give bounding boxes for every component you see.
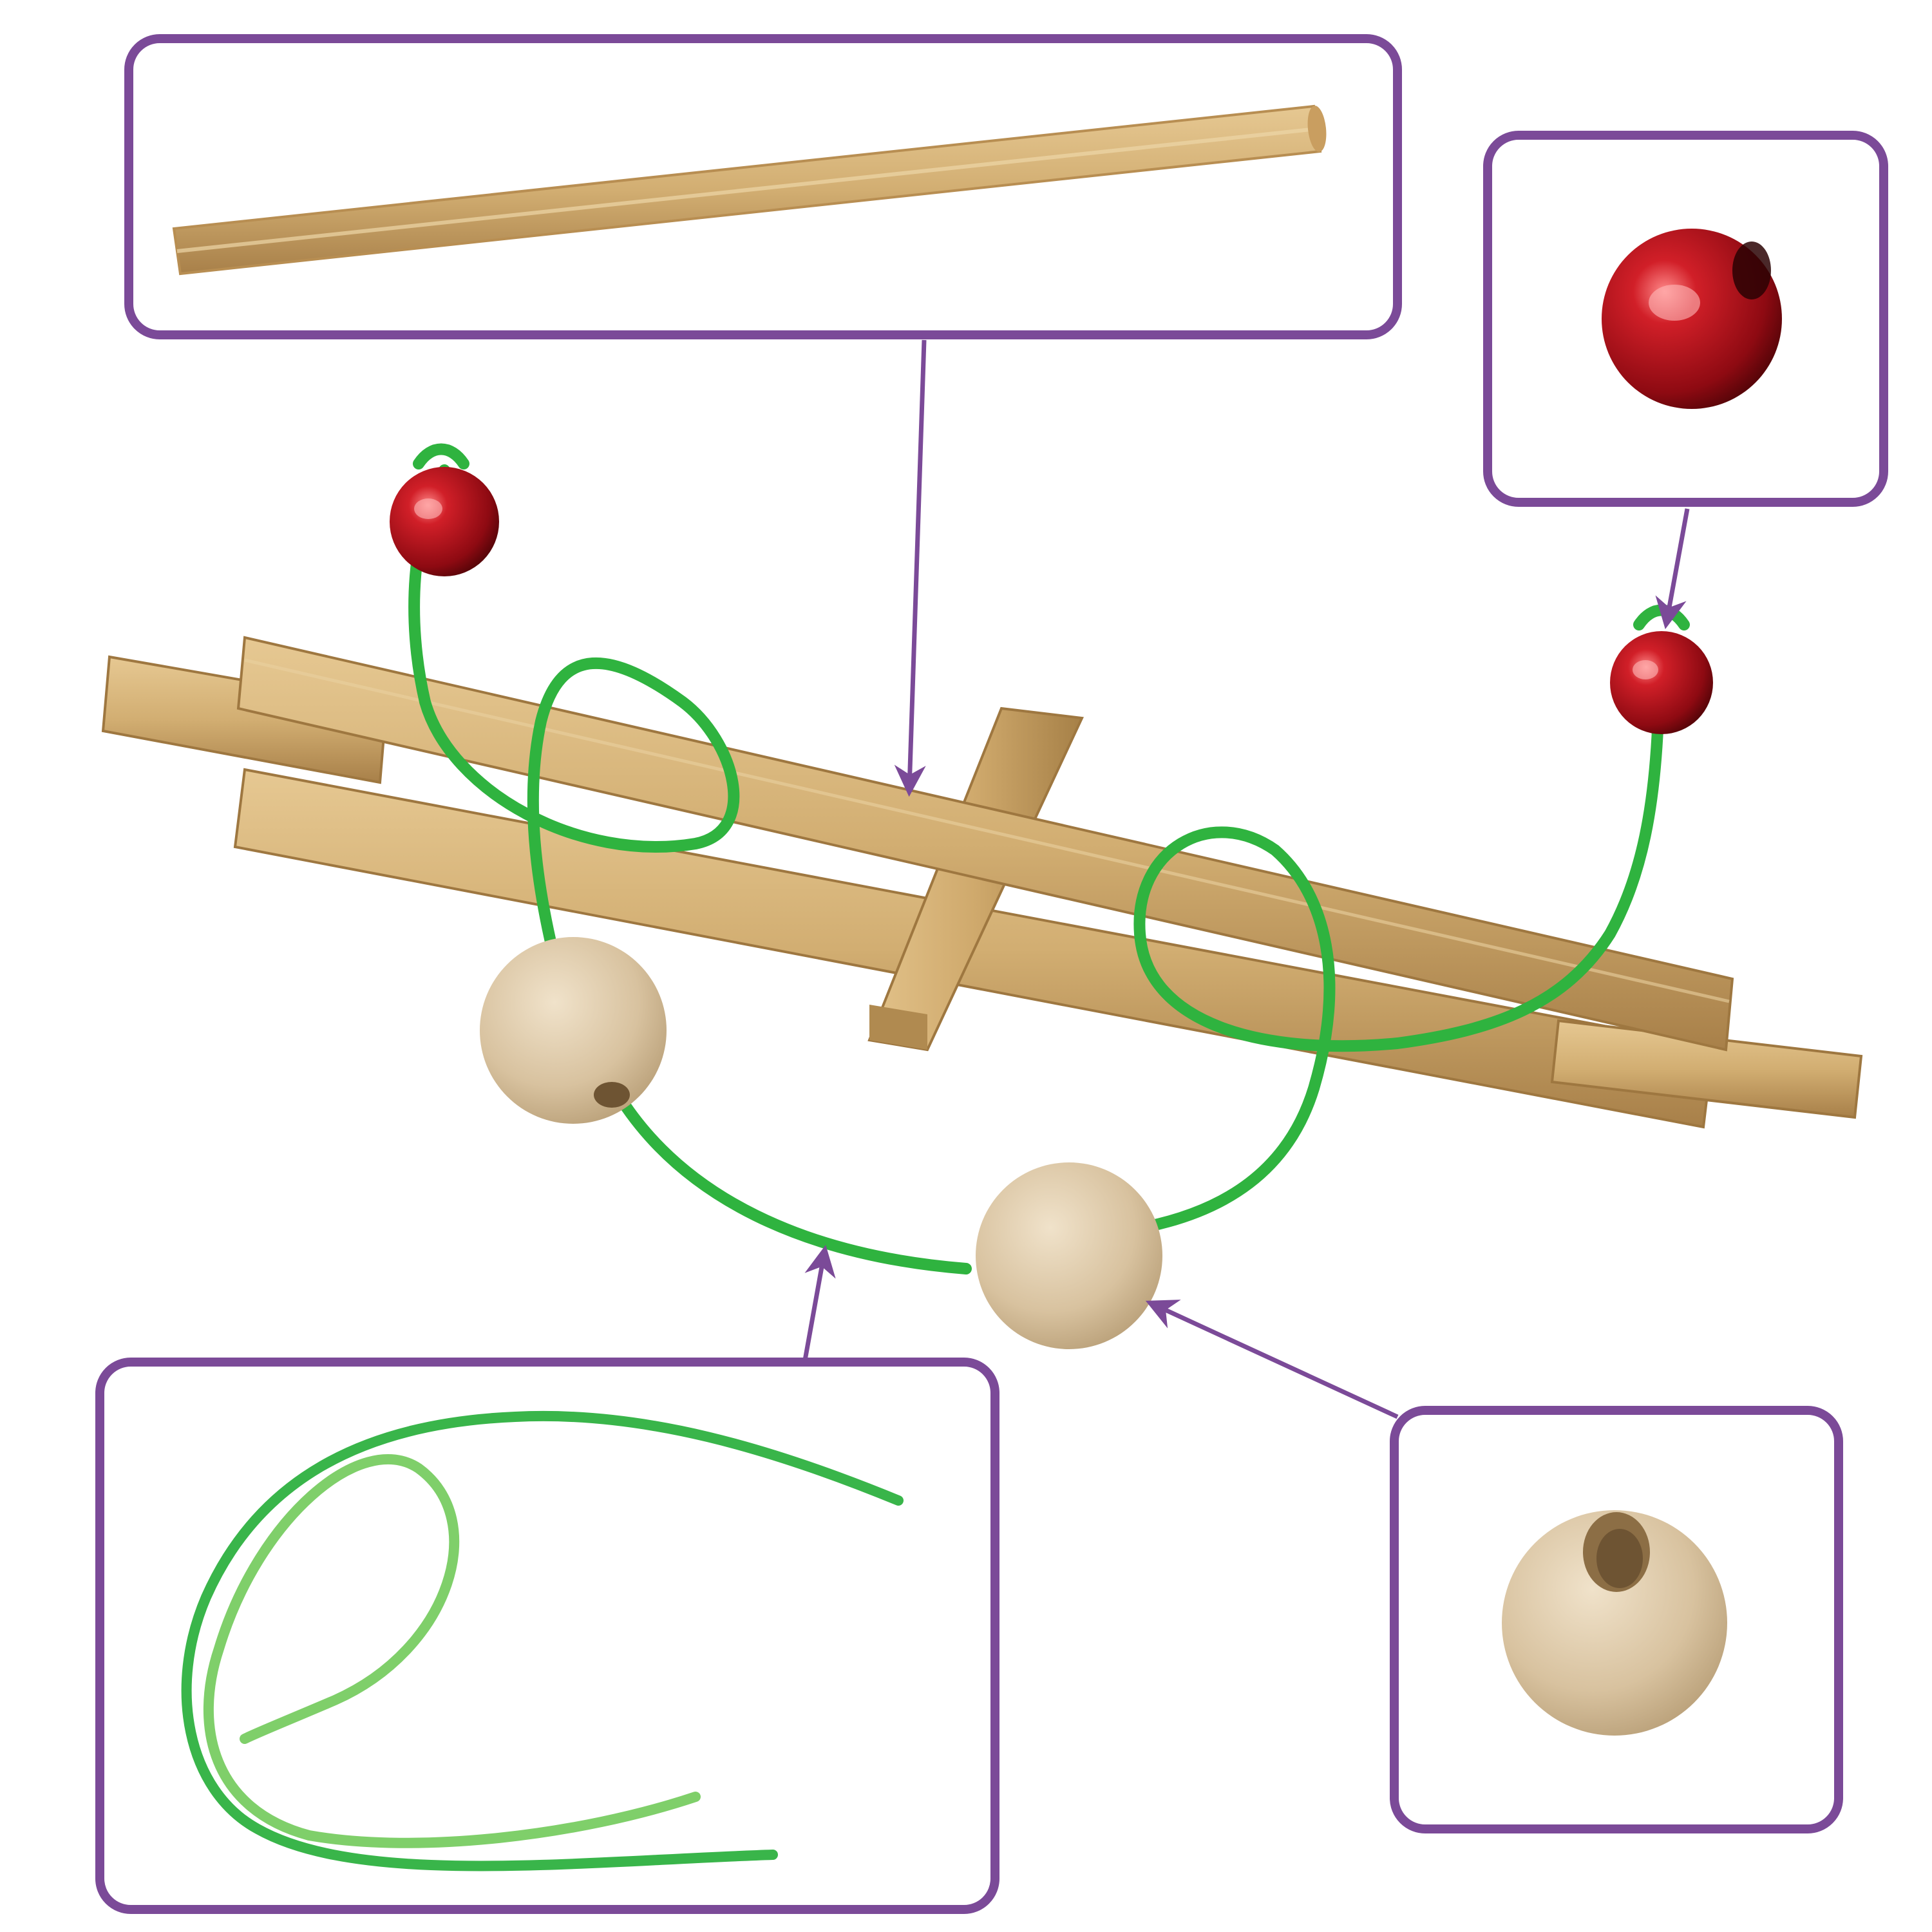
callout-box <box>95 1358 999 1914</box>
callout-red-bead <box>1483 131 1888 507</box>
bamboo-cross-piece <box>867 706 1084 1052</box>
red-bead-right <box>1610 604 1713 734</box>
callout-arrows <box>802 339 1690 1419</box>
arrow-cord <box>802 1244 836 1361</box>
wood-bead-left <box>480 937 667 1124</box>
arrow-wood-bead <box>1145 1300 1399 1419</box>
green-cord-icon <box>181 1410 904 1871</box>
arrow-stick <box>894 339 927 797</box>
red-bead-left <box>390 443 499 576</box>
red-bead-icon <box>1602 229 1782 409</box>
bamboo-stick-icon <box>172 104 1327 276</box>
green-cord <box>408 464 1664 1274</box>
bamboo-stick-right <box>1550 1019 1863 1119</box>
wood-bead-right <box>976 1162 1162 1349</box>
bamboo-stick-front <box>236 636 1734 1052</box>
callout-wood-bead <box>1390 1406 1843 1833</box>
callout-stick <box>124 34 1402 339</box>
assembled-puzzle <box>101 443 1863 1349</box>
callout-cord <box>95 1358 999 1914</box>
arrow-red-bead <box>1655 508 1690 630</box>
wooden-bead-icon <box>1502 1510 1727 1736</box>
